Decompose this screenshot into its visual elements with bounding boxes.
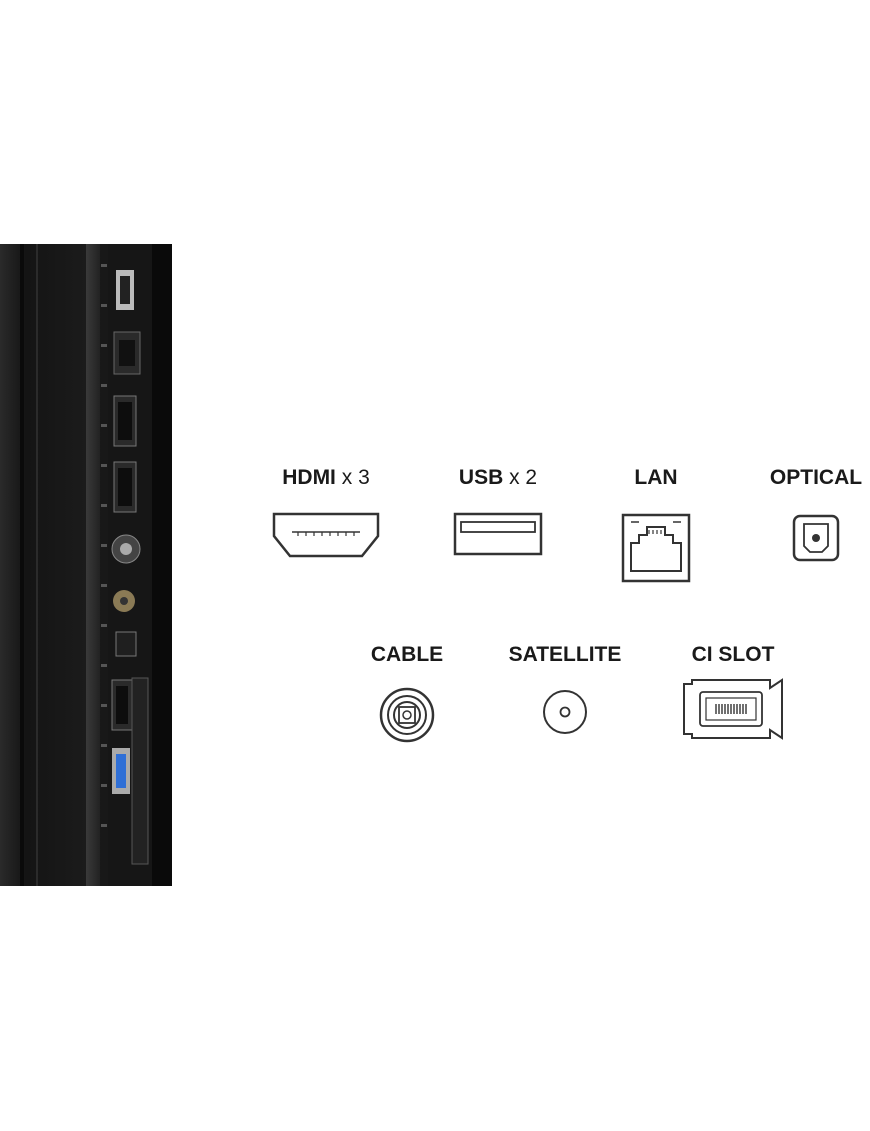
hdmi-label: HDMI x 3 <box>282 466 370 489</box>
satellite-port-icon <box>543 690 587 734</box>
optical-port-icon <box>792 514 840 562</box>
lan-label: LAN <box>634 466 678 489</box>
optical-label: OPTICAL <box>769 466 863 489</box>
hdmi-port-icon <box>272 512 380 558</box>
ci-slot-icon <box>683 678 783 740</box>
satellite-label: SATELLITE <box>508 643 622 666</box>
tv-side-panel-image <box>0 244 172 886</box>
usb-port-icon <box>453 512 543 556</box>
cable-label: CABLE <box>370 643 444 666</box>
usb-label: USB x 2 <box>458 466 538 489</box>
lan-port-icon <box>621 513 691 583</box>
ci-slot-label: CI SLOT <box>691 643 775 666</box>
cable-port-icon <box>379 687 435 743</box>
